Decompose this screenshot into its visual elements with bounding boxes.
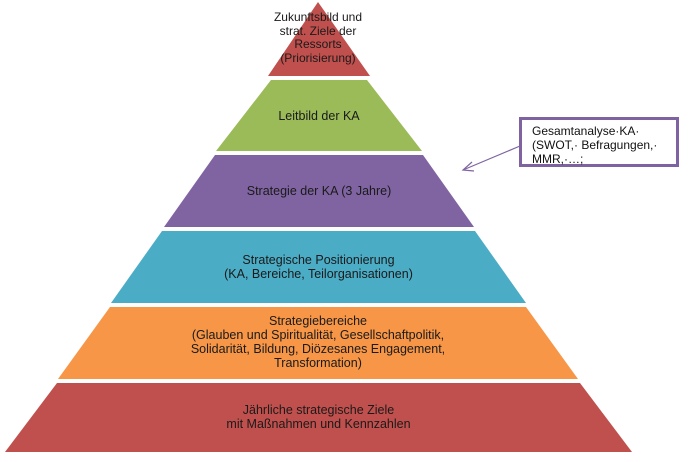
analysis-callout-box: Gesamtanalyse·KA· (SWOT,· Befragungen,· … <box>519 117 679 167</box>
text-line: Leitbild der KA <box>278 109 360 123</box>
level-text-positioning: Strategische Positionierung (KA, Bereich… <box>111 253 526 281</box>
level-text-mission: Leitbild der KA <box>216 109 422 123</box>
text-line: MMR,·…; <box>532 152 584 166</box>
pyramid-level-mission <box>216 80 422 151</box>
text-line: (Glauben und Spiritualität, Gesellschaft… <box>191 328 445 342</box>
text-line: Zukunftsbild und <box>273 10 363 24</box>
pyramid-level-vision <box>268 2 370 76</box>
callout-arrow <box>461 145 521 172</box>
level-text-annual-goals: Jährliche strategische Ziele mit Maßnahm… <box>5 403 632 431</box>
pyramid-level-positioning <box>111 231 526 303</box>
text-line: Strategiebereiche <box>269 314 367 328</box>
pyramid-level-annual-goals <box>5 383 632 452</box>
pyramid-level-strategy-areas <box>58 307 578 379</box>
text-line: strat. Ziele der <box>279 23 357 38</box>
text-line: Strategische Positionierung <box>242 253 395 267</box>
text-line: (Priorisierung) <box>280 50 356 65</box>
level-text-strategy: Strategie der KA (3 Jahre) <box>164 184 474 198</box>
pyramid-level-strategy <box>164 155 474 227</box>
text-line: Ressorts <box>294 37 342 51</box>
text-line: Transformation) <box>274 356 362 370</box>
text-line: (SWOT,· Befragungen,· <box>532 138 658 152</box>
text-line: Jährliche strategische Ziele <box>242 403 395 417</box>
level-text-strategy-areas: Strategiebereiche (Glauben und Spiritual… <box>58 314 578 370</box>
text-line: Solidarität, Bildung, Diözesanes Engagem… <box>190 342 446 356</box>
text-line: Strategie der KA (3 Jahre) <box>246 184 392 198</box>
level-text-vision: Zukunftsbild und strat. Ziele der Ressor… <box>248 10 388 65</box>
text-line: Gesamtanalyse·KA· <box>532 124 640 138</box>
text-line: mit Maßnahmen und Kennzahlen <box>226 417 411 431</box>
text-line: (KA, Bereiche, Teilorganisationen) <box>224 267 413 281</box>
